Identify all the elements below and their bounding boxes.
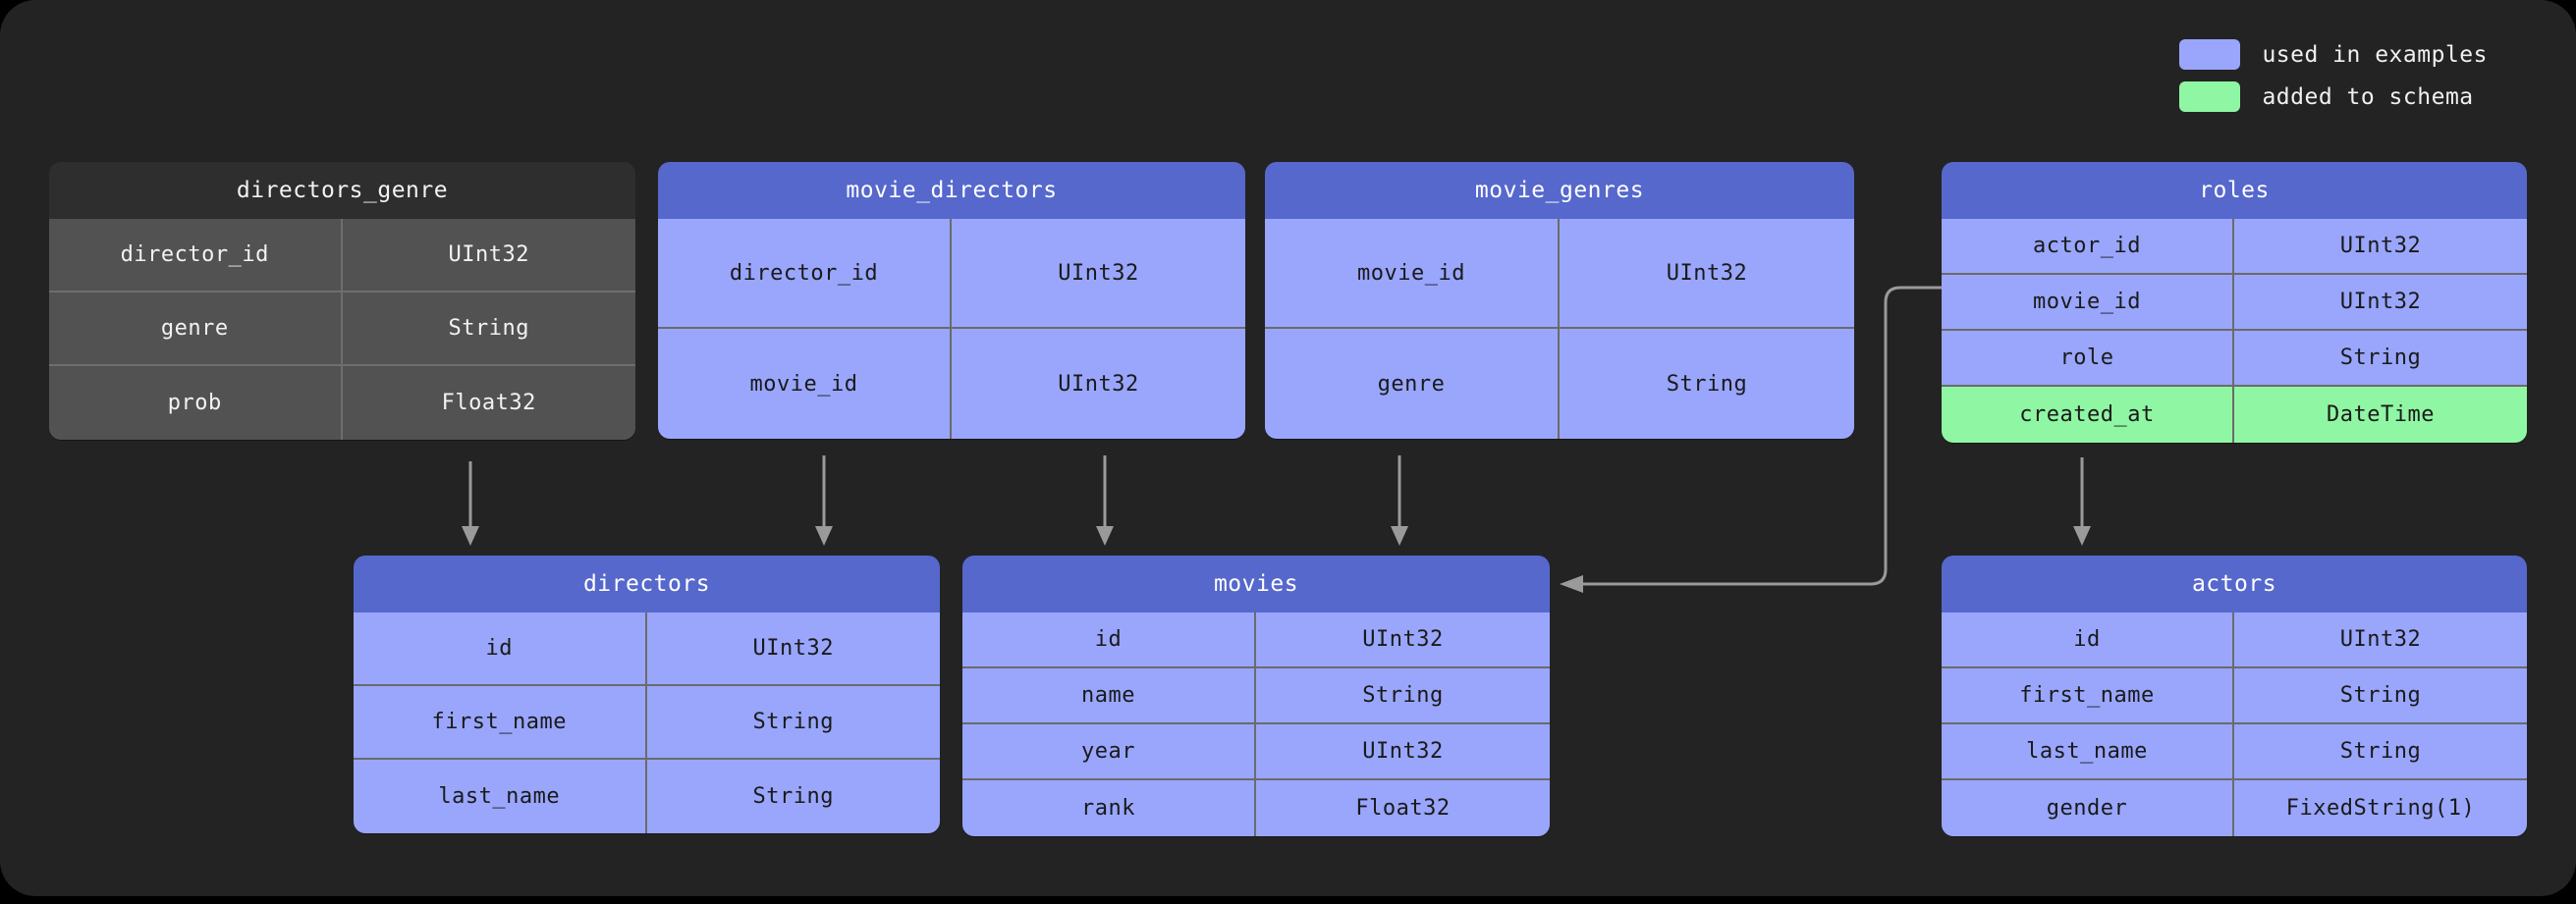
cell-column-type: String xyxy=(646,686,940,760)
cell-column-name: name xyxy=(962,668,1256,724)
cell-column-name: created_at xyxy=(1942,387,2234,443)
table-roles[interactable]: roles actor_id UInt32 movie_id UInt32 ro… xyxy=(1942,162,2527,443)
cell-column-type: UInt32 xyxy=(1256,612,1550,668)
cell-column-type: String xyxy=(2234,331,2527,387)
cell-column-type: UInt32 xyxy=(2234,219,2527,275)
edge-roles-to-actors xyxy=(2073,457,2091,546)
cell-column-name: rank xyxy=(962,780,1256,836)
cell-column-type: String xyxy=(1666,371,1748,397)
table-row[interactable]: last_name String xyxy=(354,760,940,833)
cell-column-name: first_name xyxy=(1942,668,2234,724)
cell-column-type: UInt32 xyxy=(2234,275,2527,331)
legend-swatch-used-in-examples xyxy=(2179,39,2241,70)
cell-column-name: movie_id xyxy=(1265,219,1560,329)
table-row[interactable]: genre String xyxy=(49,292,635,366)
cell-column-type: UInt32 xyxy=(952,219,1245,329)
edge-movie_directors-to-directors xyxy=(815,455,833,546)
cell-column-type: UInt32 xyxy=(646,612,940,686)
cell-column-name: gender xyxy=(1942,780,2234,836)
legend-label-added-to-schema: added to schema xyxy=(2262,83,2474,110)
cell-column-name: id xyxy=(354,612,647,686)
cell-column-name: genre xyxy=(49,292,343,366)
cell-column-type: DateTime xyxy=(2327,402,2435,427)
table-row[interactable]: director_id UInt32 xyxy=(49,219,635,292)
cell-column-name: id xyxy=(1942,612,2234,668)
edge-movie_genres-to-movies xyxy=(1391,455,1408,546)
legend-item-added-to-schema: added to schema xyxy=(2179,81,2488,112)
cell-column-type: Float32 xyxy=(1355,796,1451,821)
table-directors[interactable]: directors id UInt32 first_name String la… xyxy=(354,556,940,833)
table-row[interactable]: movie_id UInt32 xyxy=(1942,275,2527,331)
legend-swatch-added-to-schema xyxy=(2179,81,2241,112)
cell-column-name: director_id xyxy=(49,219,343,292)
table-row[interactable]: last_name String xyxy=(1942,724,2527,780)
table-title-movies: movies xyxy=(962,556,1550,612)
cell-column-name: role xyxy=(1942,331,2234,387)
legend: used in examples added to schema xyxy=(2179,39,2488,112)
cell-column-type: UInt32 xyxy=(2234,612,2527,668)
edge-movie_directors-to-movies xyxy=(1096,455,1114,546)
cell-column-name: id xyxy=(962,612,1256,668)
edge-directors_genre-to-directors xyxy=(462,461,479,546)
cell-column-type: String xyxy=(1256,668,1550,724)
table-row[interactable]: prob Float32 xyxy=(49,366,635,440)
cell-column-name: prob xyxy=(49,366,343,440)
cell-column-type: String xyxy=(752,784,834,809)
cell-column-type: String xyxy=(2234,668,2527,724)
table-row[interactable]: rank Float32 xyxy=(962,780,1550,836)
table-movie_genres[interactable]: movie_genres movie_id UInt32 genre Strin… xyxy=(1265,162,1854,439)
table-row[interactable]: role String xyxy=(1942,331,2527,387)
cell-column-type: Float32 xyxy=(441,391,536,415)
table-row[interactable]: first_name String xyxy=(354,686,940,760)
cell-column-name: last_name xyxy=(354,760,647,833)
cell-column-type: UInt32 xyxy=(1256,724,1550,780)
cell-column-name: movie_id xyxy=(1942,275,2234,331)
table-row[interactable]: actor_id UInt32 xyxy=(1942,219,2527,275)
table-row[interactable]: name String xyxy=(962,668,1550,724)
cell-column-name: movie_id xyxy=(658,329,952,439)
table-row[interactable]: first_name String xyxy=(1942,668,2527,724)
cell-column-name: genre xyxy=(1265,329,1560,439)
cell-column-name: year xyxy=(962,724,1256,780)
table-row-added[interactable]: created_at DateTime xyxy=(1942,387,2527,443)
table-actors[interactable]: actors id UInt32 first_name String last_… xyxy=(1942,556,2527,836)
cell-column-name: actor_id xyxy=(1942,219,2234,275)
cell-column-type: String xyxy=(2234,724,2527,780)
table-title-roles: roles xyxy=(1942,162,2527,219)
table-directors_genre[interactable]: directors_genre director_id UInt32 genre… xyxy=(49,162,635,440)
cell-column-type: FixedString(1) xyxy=(2285,796,2476,821)
table-title-movie_directors: movie_directors xyxy=(658,162,1245,219)
cell-column-name: last_name xyxy=(1942,724,2234,780)
cell-column-type: UInt32 xyxy=(342,219,635,292)
cell-column-type: UInt32 xyxy=(1058,371,1139,397)
table-row[interactable]: year UInt32 xyxy=(962,724,1550,780)
table-title-movie_genres: movie_genres xyxy=(1265,162,1854,219)
cell-column-type: String xyxy=(342,292,635,366)
table-title-actors: actors xyxy=(1942,556,2527,612)
legend-item-used-in-examples: used in examples xyxy=(2179,39,2488,70)
cell-column-name: director_id xyxy=(658,219,952,329)
table-title-directors: directors xyxy=(354,556,940,612)
table-movie_directors[interactable]: movie_directors director_id UInt32 movie… xyxy=(658,162,1245,439)
cell-column-type: UInt32 xyxy=(1560,219,1854,329)
cell-column-name: first_name xyxy=(354,686,647,760)
table-row[interactable]: id UInt32 xyxy=(1942,612,2527,668)
table-row[interactable]: movie_id UInt32 xyxy=(658,329,1245,439)
table-row[interactable]: genre String xyxy=(1265,329,1854,439)
table-row[interactable]: director_id UInt32 xyxy=(658,219,1245,329)
legend-label-used-in-examples: used in examples xyxy=(2262,41,2488,68)
table-movies[interactable]: movies id UInt32 name String year UInt32… xyxy=(962,556,1550,836)
table-row[interactable]: id UInt32 xyxy=(354,612,940,686)
table-title-directors_genre: directors_genre xyxy=(49,162,635,219)
table-row[interactable]: gender FixedString(1) xyxy=(1942,780,2527,836)
table-row[interactable]: movie_id UInt32 xyxy=(1265,219,1854,329)
table-row[interactable]: id UInt32 xyxy=(962,612,1550,668)
